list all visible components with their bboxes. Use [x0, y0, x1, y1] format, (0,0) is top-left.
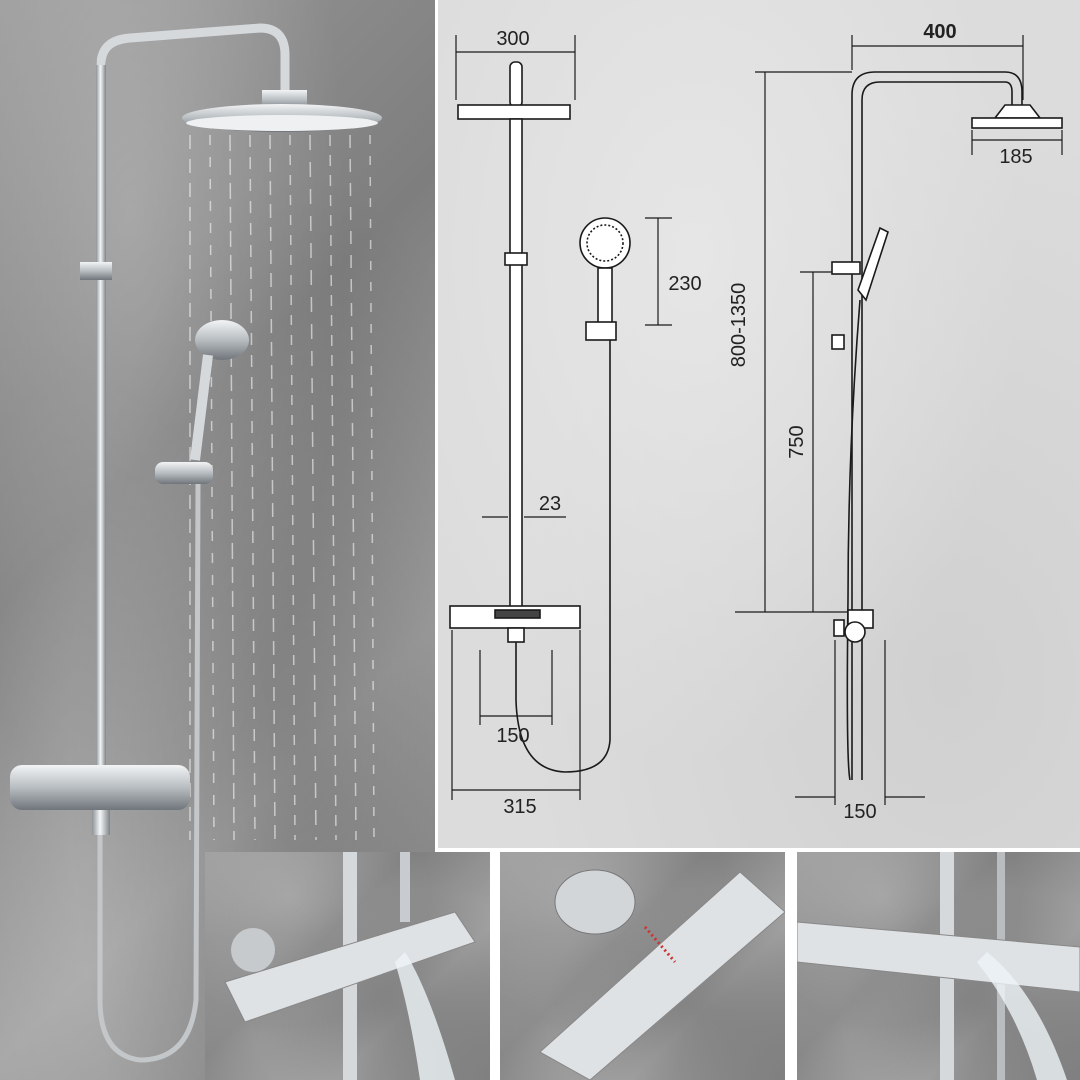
dim-head-diameter-side: 185 [999, 146, 1032, 168]
side-rain-head [971, 117, 1063, 129]
detail-photo-temperature-knob [500, 852, 785, 1080]
slide-bracket [80, 262, 112, 280]
dim-pipe-diameter: 23 [539, 493, 561, 515]
detail-photo-valve-front [205, 852, 490, 1080]
shower-arm [96, 23, 290, 95]
front-view [449, 61, 631, 773]
hand-shower-holder [155, 462, 213, 484]
dim-head-width-front: 300 [496, 28, 529, 50]
detail-photo-spout [797, 852, 1080, 1080]
dim-valve-to-holder: 750 [786, 425, 808, 458]
dim-center-distance: 150 [496, 725, 529, 747]
dimension-drawing-svg: 300 400 185 230 800-1350 750 23 150 315 … [449, 21, 1063, 823]
shower-system-illustration [10, 23, 382, 1063]
side-hand-shower [857, 226, 889, 302]
dim-hand-shower-length: 230 [668, 273, 701, 295]
thermostatic-valve [10, 765, 190, 810]
front-rain-head [457, 104, 571, 120]
riser-pipe [96, 60, 106, 800]
dimension-drawing: 300 400 185 230 800-1350 750 23 150 315 … [438, 0, 1080, 848]
hand-shower [195, 320, 249, 360]
dim-height-range: 800-1350 [728, 283, 750, 368]
dim-arm-length: 400 [923, 21, 956, 43]
dim-valve-width: 315 [503, 796, 536, 818]
rain-water [189, 134, 375, 841]
dimension-lines [451, 35, 1063, 805]
front-riser [509, 118, 523, 610]
side-view [831, 71, 1063, 781]
hose [97, 483, 201, 1063]
dim-wall-distance: 150 [843, 801, 876, 823]
